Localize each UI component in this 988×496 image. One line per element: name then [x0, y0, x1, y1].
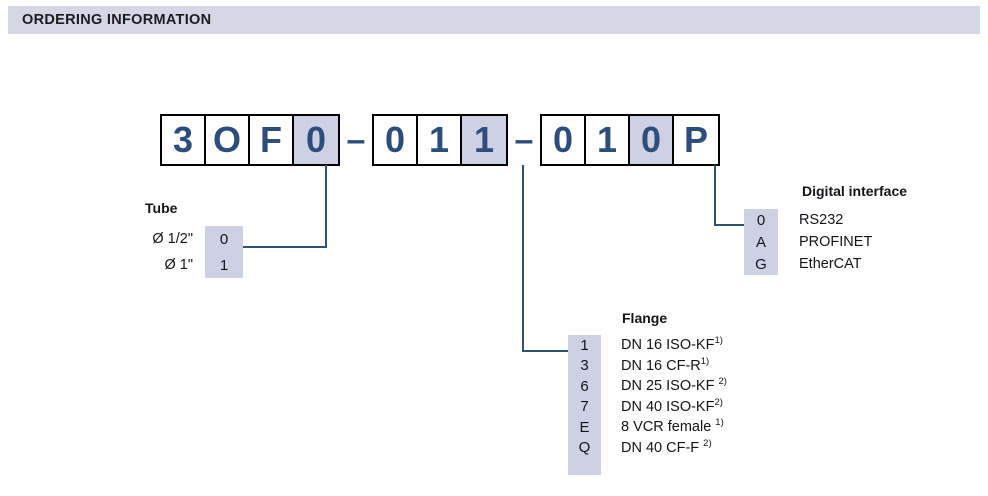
option-block-flange: Flange 1 DN 16 ISO-KF1) 3 DN 16 CF-R1) 6 DN 2…	[568, 310, 727, 475]
tube-label: Ø 1"	[164, 257, 193, 273]
digital-interface-description: RS232	[799, 212, 844, 228]
connector-digital-horizontal	[714, 224, 746, 226]
code-cell: 0	[294, 116, 338, 164]
connector-tube-vertical	[325, 165, 327, 247]
code-separator: –	[514, 121, 534, 159]
digital-interface-description: PROFINET	[799, 234, 873, 250]
footnote-marker: 1)	[715, 417, 724, 429]
digital-interface-code: 0	[756, 211, 766, 229]
code-cell: P	[674, 116, 718, 164]
code-separator: –	[346, 121, 366, 159]
flange-table: 1 DN 16 ISO-KF1) 3 DN 16 CF-R1) 6 DN 25 ISO-K…	[568, 335, 727, 475]
connector-tube-horizontal	[243, 246, 327, 248]
digital-interface-row: G EtherCAT	[744, 253, 907, 275]
tube-row: Ø 1" 1	[120, 252, 285, 278]
footnote-marker: 2)	[718, 376, 727, 388]
digital-interface-title: Digital interface	[802, 183, 908, 199]
flange-description: DN 16 CF-R1)	[621, 355, 710, 374]
footnote-marker: 2)	[703, 437, 712, 449]
connector-digital-vertical	[714, 165, 716, 225]
flange-row: 1 DN 16 ISO-KF1)	[568, 335, 727, 356]
code-cell: 3	[162, 116, 206, 164]
flange-description: DN 16 ISO-KF1)	[621, 335, 723, 354]
flange-title: Flange	[622, 310, 668, 326]
digital-interface-row: 0 RS232	[744, 209, 907, 231]
flange-code-column	[568, 335, 601, 475]
flange-code: 6	[580, 377, 589, 395]
footnote-marker: 1)	[700, 355, 710, 367]
digital-interface-code: G	[755, 255, 767, 273]
code-cell: 0	[630, 116, 674, 164]
flange-row: 6 DN 25 ISO-KF 2)	[568, 376, 727, 397]
code-cell: 0	[374, 116, 418, 164]
footnote-marker: 1)	[714, 335, 723, 347]
digital-interface-code: A	[755, 233, 766, 251]
digital-interface-row: A PROFINET	[744, 231, 907, 253]
flange-description: DN 25 ISO-KF 2)	[621, 376, 727, 395]
flange-code: Q	[578, 439, 591, 457]
flange-row: Q DN 40 CF-F 2)	[568, 438, 727, 459]
flange-description: 8 VCR female 1)	[621, 417, 724, 436]
code-cell: 1	[586, 116, 630, 164]
flange-row: E 8 VCR female 1)	[568, 417, 727, 438]
connector-flange-horizontal	[522, 350, 570, 352]
tube-code: 1	[219, 256, 229, 274]
tube-title: Tube	[145, 200, 178, 216]
tube-table: Ø 1/2" 0 Ø 1" 1	[120, 226, 285, 278]
tube-row: Ø 1/2" 0	[120, 226, 285, 252]
digital-interface-code-column	[744, 209, 778, 275]
flange-code: E	[579, 418, 590, 436]
code-cell: 1	[462, 116, 506, 164]
flange-row: 3 DN 16 CF-R1)	[568, 356, 727, 377]
header-bar: ORDERING INFORMATION	[8, 6, 980, 34]
tube-code: 0	[219, 230, 229, 248]
code-cell: 1	[418, 116, 462, 164]
flange-code: 1	[580, 336, 589, 354]
code-cell: O	[206, 116, 250, 164]
flange-code: 7	[580, 398, 589, 416]
tube-code-column	[205, 226, 243, 278]
flange-row: 7 DN 40 ISO-KF2)	[568, 397, 727, 418]
code-cell: F	[250, 116, 294, 164]
digital-interface-description: EtherCAT	[799, 256, 862, 272]
code-cell: 0	[542, 116, 586, 164]
tube-label: Ø 1/2"	[152, 231, 193, 247]
option-block-tube: Tube Ø 1/2" 0 Ø 1" 1	[120, 200, 285, 278]
flange-description: DN 40 ISO-KF2)	[621, 396, 723, 415]
page-title: ORDERING INFORMATION	[22, 12, 212, 28]
flange-code: 3	[580, 357, 589, 375]
footnote-marker: 2)	[714, 396, 723, 408]
flange-description: DN 40 CF-F 2)	[621, 437, 712, 456]
connector-flange-vertical	[522, 165, 524, 351]
